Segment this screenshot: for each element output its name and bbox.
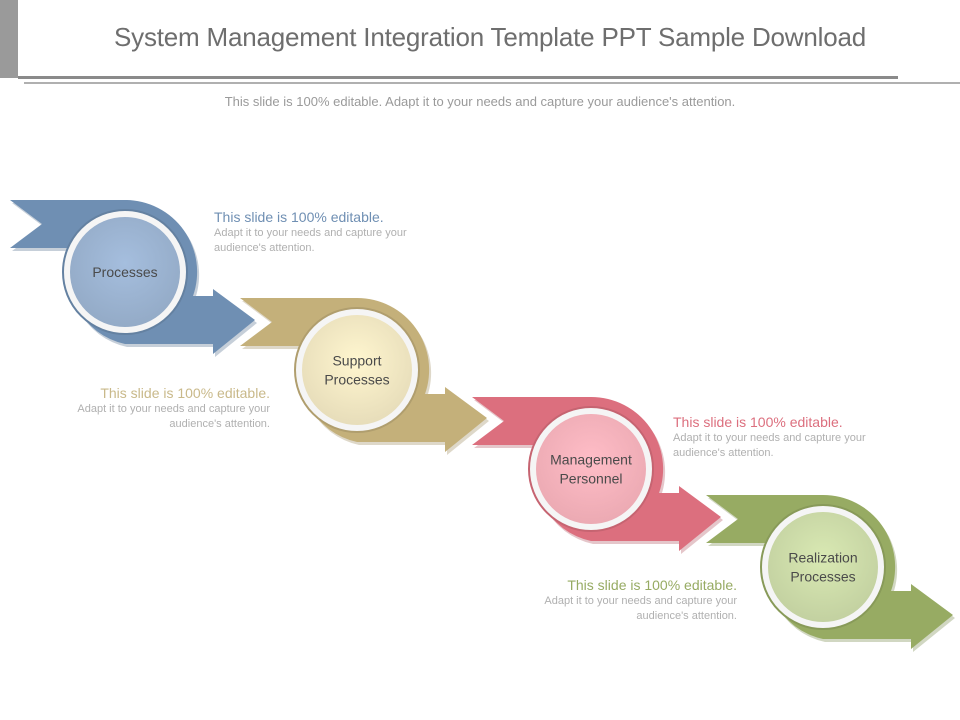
title-divider-secondary xyxy=(24,82,960,84)
note-heading: This slide is 100% editable. xyxy=(100,385,270,401)
note-4: This slide is 100% editable. Adapt it to… xyxy=(537,577,737,624)
title-accent-bar xyxy=(0,0,18,78)
slide-subtitle: This slide is 100% editable. Adapt it to… xyxy=(224,94,736,109)
note-heading: This slide is 100% editable. xyxy=(214,209,384,225)
slide-title: System Management Integration Template P… xyxy=(114,22,866,52)
note-1: This slide is 100% editable. Adapt it to… xyxy=(214,209,414,256)
step-circle xyxy=(70,217,180,327)
step-label: Processes xyxy=(324,372,389,388)
step-circle xyxy=(302,315,412,425)
note-body: Adapt it to your needs and capture your … xyxy=(673,432,866,459)
step-label: Support xyxy=(332,353,381,369)
note-body: Adapt it to your needs and capture your … xyxy=(77,403,270,430)
note-3: This slide is 100% editable. Adapt it to… xyxy=(673,414,873,461)
note-heading: This slide is 100% editable. xyxy=(673,414,843,430)
note-body: Adapt it to your needs and capture your … xyxy=(214,227,407,254)
step-circle xyxy=(768,512,878,622)
step-label: Processes xyxy=(790,569,855,585)
note-body: Adapt it to your needs and capture your … xyxy=(544,595,737,622)
title-divider xyxy=(18,76,898,79)
step-label: Personnel xyxy=(559,471,622,487)
step-processes: Processes xyxy=(10,199,257,357)
note-2: This slide is 100% editable. Adapt it to… xyxy=(70,385,270,432)
step-circle xyxy=(536,414,646,524)
step-label: Realization xyxy=(788,550,857,566)
step-label: Processes xyxy=(92,264,157,280)
note-heading: This slide is 100% editable. xyxy=(567,577,737,593)
step-label: Management xyxy=(550,452,632,468)
